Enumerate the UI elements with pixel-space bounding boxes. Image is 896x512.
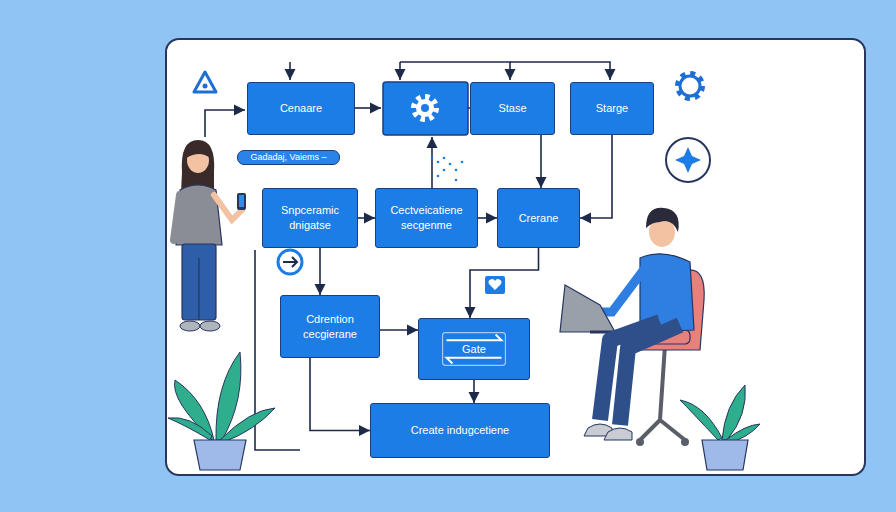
plant [168, 352, 275, 470]
compass-icon [666, 138, 710, 182]
process-box: Cdrention cecgierane [280, 295, 380, 358]
gear-icon [414, 97, 436, 119]
box-label: Crerane [519, 211, 559, 226]
arrow-icon [278, 250, 302, 274]
plant [680, 385, 760, 470]
person-girl [174, 140, 246, 331]
flow-arrow [540, 135, 542, 188]
process-box: Crerane [497, 188, 580, 248]
flow-arrow [358, 217, 375, 219]
process-box: Stase [470, 82, 555, 135]
process-box: Gate [418, 318, 530, 380]
flow-arrow [470, 248, 539, 318]
box-label: Cdrention cecgierane [289, 312, 371, 342]
gear-icon [678, 74, 702, 98]
person-guy [560, 208, 704, 446]
flow-arrow [473, 380, 475, 403]
flow-arrow [478, 217, 497, 219]
process-box: Starge [570, 82, 654, 135]
box-label: Cenaare [280, 101, 322, 116]
dots [431, 157, 464, 182]
process-box: Cenaare [247, 82, 355, 135]
box-label: Cectveicatiene secgenme [384, 203, 469, 233]
box-label: Create indugcetiene [411, 423, 509, 438]
gear-box [383, 82, 468, 135]
process-box: Cectveicatiene secgenme [375, 188, 478, 248]
triangle-icon [194, 72, 216, 92]
flow-arrow [319, 248, 321, 295]
flow-arrow [310, 358, 370, 431]
process-box: Create indugcetiene [370, 403, 550, 458]
process-box: Snpceramic dnigatse [262, 188, 358, 248]
heart-badge [485, 276, 505, 294]
box-label: Gadadaj, Vaiems – [251, 152, 327, 163]
tag-pill: Gadadaj, Vaiems – [237, 150, 340, 165]
box-label: Gate [459, 342, 489, 357]
box-label: Snpceramic dnigatse [271, 203, 349, 233]
flow-arrow [380, 329, 418, 331]
box-label: Starge [596, 101, 628, 116]
box-label: Stase [498, 101, 526, 116]
wire [205, 62, 610, 450]
flow-arrow [580, 135, 612, 218]
